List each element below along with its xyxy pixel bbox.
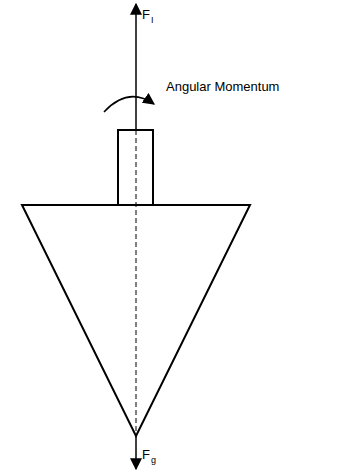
rotation-arrow bbox=[104, 97, 154, 112]
force-symbol: F bbox=[142, 8, 150, 21]
spin-axis bbox=[136, 130, 137, 436]
force-subscript: g bbox=[151, 456, 156, 465]
rotation-label: Angular Momentum bbox=[166, 80, 279, 93]
force-subscript: I bbox=[151, 16, 154, 25]
top-cone bbox=[22, 205, 250, 436]
force-arrow-up bbox=[135, 4, 137, 130]
force-arrow-down bbox=[135, 436, 137, 469]
force-symbol: F bbox=[142, 448, 150, 461]
